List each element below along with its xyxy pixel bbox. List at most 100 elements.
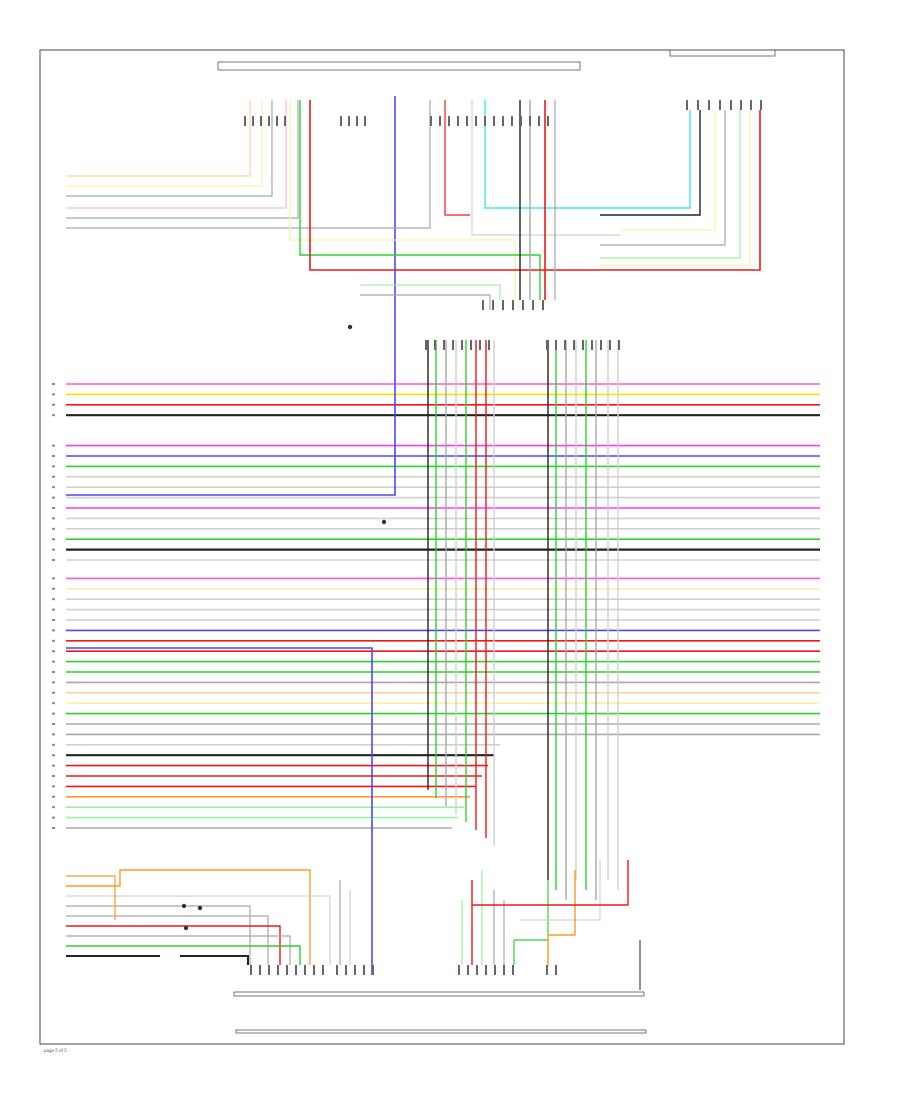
wire-number-mark [52, 455, 55, 457]
connector-pin [458, 965, 460, 975]
connector-pin [492, 300, 494, 310]
wire-number-mark [52, 733, 55, 736]
connector-pin [354, 965, 356, 975]
connector-pin [532, 300, 534, 310]
connector-pin [484, 116, 486, 126]
harness-wire [513, 880, 549, 965]
connector-pin [467, 965, 469, 975]
connector-pin [573, 340, 575, 350]
connector-pin [336, 965, 338, 975]
harness-wire [66, 100, 287, 209]
wire-number-mark [52, 444, 55, 447]
connector-bottom-main [233, 991, 645, 997]
connector-pin [760, 100, 762, 110]
connector-pin [439, 116, 441, 126]
harness-wire [600, 110, 726, 246]
connector-pin [511, 116, 513, 126]
connector-pin [268, 116, 270, 126]
connector-pin [259, 965, 261, 975]
wire-number-mark [52, 785, 55, 788]
wire-number-mark [52, 754, 55, 757]
wire-number-mark [52, 671, 55, 673]
connector-pin [522, 300, 524, 310]
connector-pin [276, 116, 278, 126]
harness-wire [471, 100, 620, 236]
wire-number-mark [52, 548, 55, 551]
wire-number-mark [52, 639, 55, 642]
connector-pin [485, 965, 487, 975]
connector-pin [277, 965, 279, 975]
connector-pin [452, 340, 454, 350]
connector-pin [750, 100, 752, 110]
connector-pin [546, 965, 548, 975]
connector-pin [529, 116, 531, 126]
wire-number-mark [52, 827, 55, 829]
connector-pin [546, 340, 548, 350]
wire-number-mark [52, 496, 55, 499]
wire-number-mark [52, 527, 55, 530]
wire-number-mark [52, 538, 55, 541]
wire-number-mark [52, 681, 55, 684]
harness-wire [66, 869, 311, 965]
connector-pin [479, 340, 481, 350]
connector-pin [564, 340, 566, 350]
wire-number-mark [52, 587, 55, 590]
connector-pin [470, 340, 472, 350]
connector-pin [482, 300, 484, 310]
wire-number-mark [52, 629, 55, 632]
connector-pin [686, 100, 688, 110]
connector-top-right [669, 49, 776, 57]
connector-pin [488, 340, 490, 350]
wire-number-mark [52, 816, 55, 819]
connector-pin [600, 340, 602, 350]
connector-pin [443, 340, 445, 350]
connector-pin [502, 300, 504, 310]
wire-number-mark [52, 619, 55, 621]
wire-number-mark [52, 806, 55, 809]
connector-pin [295, 965, 297, 975]
wire-number-mark [52, 795, 55, 798]
wire-number-mark [52, 465, 55, 468]
connector-pin [461, 340, 463, 350]
wire-number-mark [52, 577, 55, 580]
connector-bottom-rule [235, 1029, 647, 1034]
connector-pin [244, 116, 246, 126]
harness-wire [360, 284, 501, 300]
connector-pin [425, 340, 427, 350]
wire-number-mark [52, 764, 55, 767]
connector-pin [286, 965, 288, 975]
connector-pin [356, 116, 358, 126]
wire-number-mark [52, 475, 55, 478]
connector-pin [448, 116, 450, 126]
wire-number-mark [52, 507, 55, 509]
harness-wire [620, 110, 716, 231]
wire-number-mark [52, 660, 55, 663]
connector-pin [476, 965, 478, 975]
wire-number-mark [52, 486, 55, 489]
connector-pin [719, 100, 721, 110]
connector-pin [502, 116, 504, 126]
connector-pin [363, 965, 365, 975]
connector-pin [591, 340, 593, 350]
connector-pin [512, 965, 514, 975]
harness-wire [66, 915, 269, 965]
connector-top-main [217, 61, 581, 71]
connector-pin [313, 965, 315, 975]
wire-number-mark [52, 414, 55, 417]
connector-pin [740, 100, 742, 110]
harness-wire [484, 100, 691, 209]
harness-wire [600, 110, 751, 266]
connector-pin [730, 100, 732, 110]
splice-point [181, 903, 187, 909]
connector-pin [475, 116, 477, 126]
harness-wire [299, 100, 541, 300]
wire-number-mark [52, 712, 55, 715]
harness-wire [547, 870, 576, 965]
harness-wire [66, 875, 116, 920]
connector-pin [582, 340, 584, 350]
connector-pin [260, 116, 262, 126]
connector-pin [252, 116, 254, 126]
harness-wire [66, 100, 263, 187]
harness-wire [66, 647, 373, 975]
